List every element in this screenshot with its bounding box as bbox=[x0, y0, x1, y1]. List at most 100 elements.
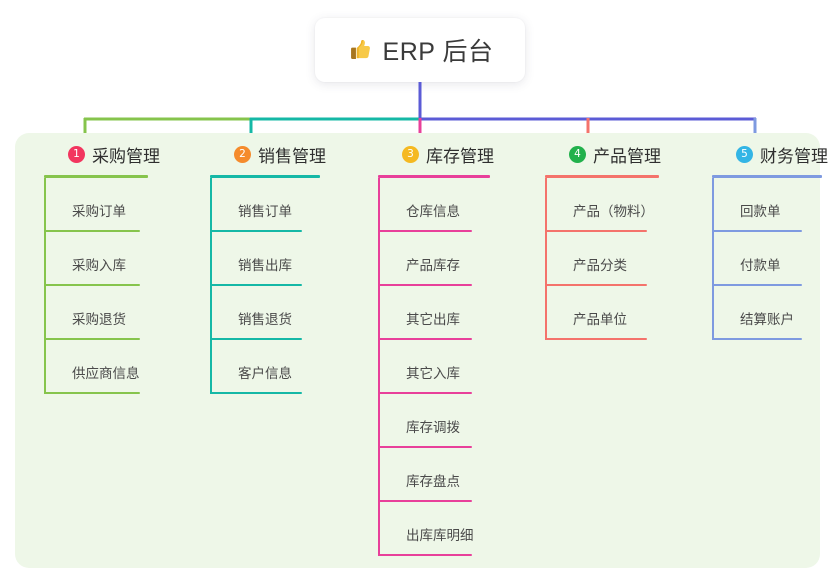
item-label: 产品库存 bbox=[406, 258, 460, 273]
item-connector-stem bbox=[210, 286, 212, 340]
column-item-list: 销售订单销售出库销售退货客户信息 bbox=[210, 178, 326, 394]
root-node-erp-backend[interactable]: ERP 后台 bbox=[315, 18, 525, 82]
list-item[interactable]: 销售出库 bbox=[210, 232, 326, 286]
list-item[interactable]: 采购入库 bbox=[44, 232, 160, 286]
item-rule bbox=[210, 284, 302, 286]
item-connector-stem bbox=[712, 286, 714, 340]
item-connector-stem bbox=[210, 232, 212, 286]
list-item[interactable]: 客户信息 bbox=[210, 340, 326, 394]
column-header-库存管理[interactable]: 3 库存管理 bbox=[378, 140, 494, 168]
item-connector-stem bbox=[378, 502, 380, 556]
column-title: 库存管理 bbox=[426, 146, 494, 166]
item-label: 库存调拨 bbox=[406, 420, 460, 435]
item-connector-stem bbox=[712, 178, 714, 232]
item-label: 其它出库 bbox=[406, 312, 460, 327]
item-rule bbox=[545, 284, 647, 286]
item-connector-stem bbox=[210, 340, 212, 394]
item-label: 回款单 bbox=[740, 204, 781, 219]
list-item[interactable]: 供应商信息 bbox=[44, 340, 160, 394]
column-header-产品管理[interactable]: 4 产品管理 bbox=[545, 140, 661, 168]
item-connector-stem bbox=[44, 178, 46, 232]
list-item[interactable]: 产品（物料） bbox=[545, 178, 661, 232]
column-3: 3 库存管理仓库信息产品库存其它出库其它入库库存调拨库存盘点出库库明细 bbox=[378, 140, 494, 556]
item-rule bbox=[378, 230, 472, 232]
column-item-list: 回款单付款单结算账户 bbox=[712, 178, 828, 340]
item-rule bbox=[210, 230, 302, 232]
item-label: 结算账户 bbox=[740, 312, 794, 327]
item-rule bbox=[44, 338, 140, 340]
column-badge-4: 4 bbox=[569, 145, 586, 163]
list-item[interactable]: 付款单 bbox=[712, 232, 828, 286]
item-label: 采购退货 bbox=[72, 312, 126, 327]
column-header-rule bbox=[545, 175, 659, 178]
column-item-list: 仓库信息产品库存其它出库其它入库库存调拨库存盘点出库库明细 bbox=[378, 178, 494, 556]
item-label: 供应商信息 bbox=[72, 366, 140, 381]
list-item[interactable]: 产品分类 bbox=[545, 232, 661, 286]
item-rule bbox=[378, 392, 472, 394]
column-badge-5: 5 bbox=[736, 145, 753, 163]
column-header-rule bbox=[210, 175, 320, 178]
column-badge-3: 3 bbox=[402, 145, 419, 163]
list-item[interactable]: 采购订单 bbox=[44, 178, 160, 232]
item-rule bbox=[712, 230, 802, 232]
item-label: 其它入库 bbox=[406, 366, 460, 381]
column-title: 销售管理 bbox=[258, 146, 326, 166]
list-item[interactable]: 库存盘点 bbox=[378, 448, 494, 502]
item-connector-stem bbox=[44, 232, 46, 286]
list-item[interactable]: 产品库存 bbox=[378, 232, 494, 286]
item-connector-stem bbox=[378, 448, 380, 502]
item-rule bbox=[378, 338, 472, 340]
root-node-content: ERP 后台 bbox=[347, 32, 494, 68]
list-item[interactable]: 销售订单 bbox=[210, 178, 326, 232]
column-badge-2: 2 bbox=[234, 145, 251, 163]
item-label: 付款单 bbox=[740, 258, 781, 273]
item-connector-stem bbox=[545, 178, 547, 232]
list-item[interactable]: 其它入库 bbox=[378, 340, 494, 394]
list-item[interactable]: 产品单位 bbox=[545, 286, 661, 340]
item-rule bbox=[378, 500, 472, 502]
item-rule bbox=[210, 338, 302, 340]
item-rule bbox=[378, 554, 472, 556]
item-connector-stem bbox=[545, 286, 547, 340]
list-item[interactable]: 仓库信息 bbox=[378, 178, 494, 232]
list-item[interactable]: 出库库明细 bbox=[378, 502, 494, 556]
column-header-销售管理[interactable]: 2 销售管理 bbox=[210, 140, 326, 168]
item-label: 采购入库 bbox=[72, 258, 126, 273]
list-item[interactable]: 库存调拨 bbox=[378, 394, 494, 448]
item-connector-stem bbox=[378, 286, 380, 340]
item-label: 出库库明细 bbox=[406, 528, 474, 543]
item-label: 产品（物料） bbox=[573, 204, 654, 219]
column-item-list: 产品（物料） 产品分类产品单位 bbox=[545, 178, 661, 340]
item-rule bbox=[44, 284, 140, 286]
item-connector-stem bbox=[378, 178, 380, 232]
item-label: 客户信息 bbox=[238, 366, 292, 381]
list-item[interactable]: 回款单 bbox=[712, 178, 828, 232]
column-header-rule bbox=[712, 175, 822, 178]
column-4: 4 产品管理产品（物料） 产品分类产品单位 bbox=[545, 140, 661, 340]
list-item[interactable]: 结算账户 bbox=[712, 286, 828, 340]
thumbs-up-icon bbox=[350, 39, 370, 59]
list-item[interactable]: 其它出库 bbox=[378, 286, 494, 340]
item-label: 销售订单 bbox=[238, 204, 292, 219]
list-item[interactable]: 采购退货 bbox=[44, 286, 160, 340]
item-label: 仓库信息 bbox=[406, 204, 460, 219]
item-rule bbox=[712, 284, 802, 286]
item-rule bbox=[545, 338, 647, 340]
item-label: 产品分类 bbox=[573, 258, 627, 273]
list-item[interactable]: 销售退货 bbox=[210, 286, 326, 340]
item-label: 库存盘点 bbox=[406, 474, 460, 489]
root-title: ERP 后台 bbox=[382, 38, 494, 66]
column-item-list: 采购订单采购入库采购退货供应商信息 bbox=[44, 178, 160, 394]
item-connector-stem bbox=[712, 232, 714, 286]
column-title: 产品管理 bbox=[593, 146, 661, 166]
item-label: 销售出库 bbox=[238, 258, 292, 273]
item-label: 销售退货 bbox=[238, 312, 292, 327]
item-rule bbox=[378, 446, 472, 448]
item-connector-stem bbox=[44, 286, 46, 340]
content-panel bbox=[15, 133, 820, 568]
item-rule bbox=[44, 230, 140, 232]
